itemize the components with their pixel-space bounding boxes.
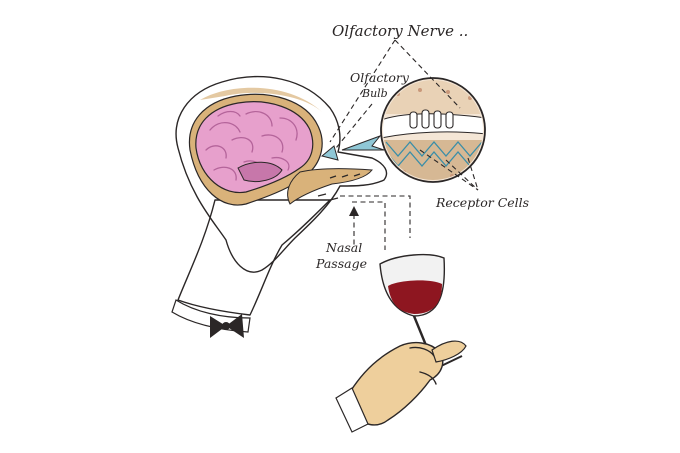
nasal-cavity — [287, 168, 373, 205]
wine — [388, 280, 442, 314]
nasal-lines — [317, 173, 361, 201]
neck — [177, 199, 331, 316]
magnified-detail — [341, 77, 486, 183]
head-cross-section — [171, 76, 388, 338]
brain — [195, 101, 314, 194]
nasal-arrow — [349, 206, 359, 216]
hand — [335, 340, 467, 433]
bow-tie-knot — [222, 322, 230, 330]
label-olfactory-nerve: Olfactory Nerve .. — [332, 22, 468, 40]
sleeve-cuff — [335, 387, 369, 433]
label-nasal-line1: Nasal — [325, 240, 362, 255]
leader-lines — [329, 39, 479, 250]
label-nasal-line2: Passage — [315, 256, 367, 271]
skull-shade — [200, 87, 322, 112]
detail-pointer — [341, 134, 385, 151]
label-olfactory-bulb-line2: Bulb — [361, 87, 388, 100]
thumb — [431, 340, 467, 363]
skull — [175, 76, 388, 273]
finger — [409, 346, 435, 357]
hand-shape — [349, 341, 444, 426]
finger — [419, 371, 437, 385]
cerebellum — [237, 161, 283, 183]
label-olfactory-bulb-line1: Olfactory — [350, 70, 410, 85]
olfactory-bulb — [320, 145, 339, 161]
brain-folds — [205, 110, 298, 181]
label-receptor-cells: Receptor Cells — [435, 195, 529, 210]
